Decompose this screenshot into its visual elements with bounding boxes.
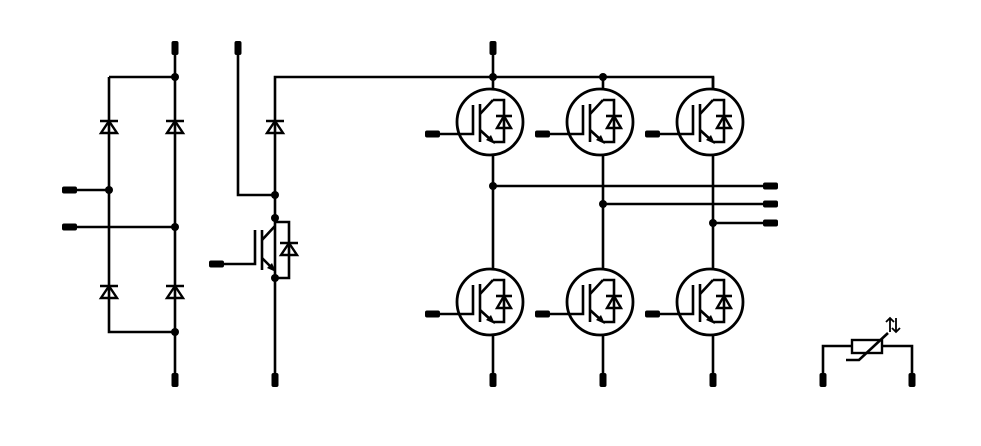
terminal-pin-icon[interactable] <box>908 373 916 387</box>
terminal-pin-icon[interactable] <box>645 130 660 138</box>
terminal-pin-icon[interactable] <box>763 182 778 190</box>
igbt-icon <box>541 87 635 157</box>
diode-icon <box>164 283 186 300</box>
terminals <box>62 41 916 387</box>
terminal-pin-icon[interactable] <box>645 310 660 318</box>
terminal-pin-icon[interactable] <box>425 130 440 138</box>
junction-dot-icon <box>271 214 279 222</box>
terminal-pin-icon[interactable] <box>171 41 179 55</box>
inverter <box>431 45 770 380</box>
diode-icon <box>98 283 120 300</box>
igbt-icon <box>651 267 745 337</box>
rectifier-left-leg <box>107 77 175 334</box>
junction-dot-icon <box>171 73 179 81</box>
junction-dot-icon <box>599 200 607 208</box>
terminal-pin-icon[interactable] <box>709 373 717 387</box>
terminal-pin-icon[interactable] <box>599 373 607 387</box>
brake-chopper <box>215 45 715 380</box>
thermistor-icon <box>821 316 914 380</box>
terminal-pin-icon[interactable] <box>209 260 224 268</box>
terminal-pin-icon[interactable] <box>171 373 179 387</box>
igbt-icon <box>215 220 300 280</box>
junction-dot-icon <box>709 219 717 227</box>
terminal-pin-icon[interactable] <box>763 219 778 227</box>
igbt-icon <box>541 267 635 337</box>
terminal-pin-icon[interactable] <box>489 41 497 55</box>
junction-dot-icon <box>171 223 179 231</box>
diode-icon <box>164 118 186 135</box>
igbt-icon <box>651 87 745 157</box>
junction-dot-icon <box>599 73 607 81</box>
terminal-pin-icon[interactable] <box>489 373 497 387</box>
junction-dot-icon <box>171 328 179 336</box>
terminal-pin-icon[interactable] <box>819 373 827 387</box>
junction-dot-icon <box>271 191 279 199</box>
rectifier-bridge <box>70 55 186 380</box>
terminal-pin-icon[interactable] <box>234 41 242 55</box>
diode-icon <box>264 118 286 135</box>
terminal-pin-icon[interactable] <box>62 186 77 194</box>
igbt-icon <box>431 87 525 157</box>
terminal-pin-icon[interactable] <box>535 310 550 318</box>
junction-dot-icon <box>105 186 113 194</box>
diode-icon <box>98 118 120 135</box>
igbt-icon <box>431 267 525 337</box>
brake-output-wire <box>236 45 275 197</box>
terminal-pin-icon[interactable] <box>425 310 440 318</box>
junction-dot-icon <box>489 182 497 190</box>
terminal-pin-icon[interactable] <box>763 200 778 208</box>
terminal-pin-icon[interactable] <box>535 130 550 138</box>
terminal-pin-icon[interactable] <box>271 373 279 387</box>
terminal-pin-icon[interactable] <box>62 223 77 231</box>
junction-dot-icon <box>489 73 497 81</box>
